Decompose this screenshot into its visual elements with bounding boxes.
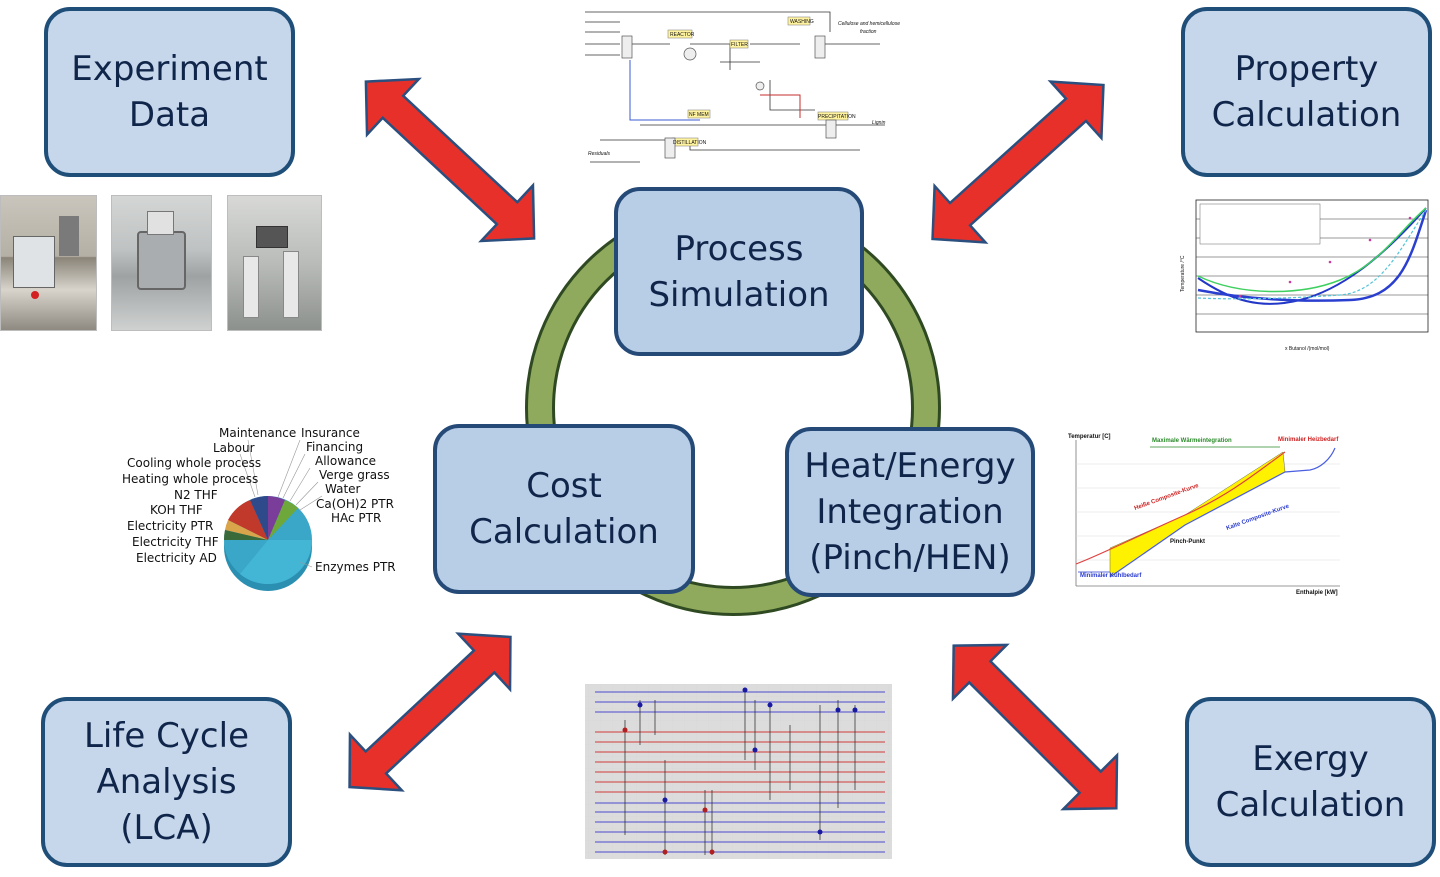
lca-line-2: Analysis	[96, 762, 237, 802]
svg-text:Maximale Wärmeintegration: Maximale Wärmeintegration	[1152, 438, 1232, 444]
pie-label-financing: Financing	[306, 440, 364, 454]
lca-line-1: Life Cycle	[83, 716, 249, 756]
pie-label-labour: Labour	[213, 441, 255, 455]
experiment-data-box[interactable]: Experiment Data	[44, 7, 295, 177]
cost-pie-chart	[223, 439, 323, 591]
pinch-diagram: Temperatur [C] Maximale Wärmeintegration…	[1064, 425, 1344, 600]
pie-label-water: Water	[325, 482, 361, 496]
svg-text:Pinch-Punkt: Pinch-Punkt	[1170, 539, 1205, 545]
flowsheet-image: REACTOR FILTER WASHING PRECIPITATION NF MEM…	[578, 6, 900, 166]
cost-calculation-line-1: Cost	[526, 466, 602, 506]
lab-photo-3	[227, 195, 322, 331]
cost-calculation-line-2: Calculation	[469, 512, 659, 552]
pie-label-heating: Heating whole process	[122, 472, 259, 486]
svg-text:Minimaler Kühlbedarf: Minimaler Kühlbedarf	[1080, 573, 1142, 579]
pie-label-maintenance: Maintenance	[219, 426, 297, 440]
svg-text:REACTOR: REACTOR	[670, 32, 695, 38]
pie-label-enzymes-ptr: Enzymes PTR	[315, 560, 396, 574]
exergy-calculation-box[interactable]: Exergy Calculation	[1185, 697, 1436, 867]
heat-integration-line-3: (Pinch/HEN)	[809, 538, 1011, 578]
pie-label-hac-ptr: HAc PTR	[331, 511, 382, 525]
pie-label-koh-thf: KOH THF	[150, 503, 203, 517]
experiment-data-line-1: Experiment	[71, 49, 268, 89]
pie-label-n2-thf: N2 THF	[174, 488, 218, 502]
pie-label-allowance: Allowance	[315, 454, 376, 468]
svg-text:x Butanol /(mol/mol): x Butanol /(mol/mol)	[1285, 346, 1330, 352]
life-cycle-analysis-box[interactable]: Life Cycle Analysis (LCA)	[41, 697, 292, 867]
heat-integration-box[interactable]: Heat/Energy Integration (Pinch/HEN)	[785, 427, 1035, 597]
heat-exchanger-network	[585, 684, 892, 859]
svg-text:fraction: fraction	[860, 29, 877, 35]
lab-photo-1	[0, 195, 97, 331]
process-simulation-line-2: Simulation	[648, 274, 830, 315]
exergy-calculation-line-1: Exergy	[1252, 739, 1369, 779]
svg-text:Lignin: Lignin	[872, 120, 886, 126]
svg-text:FILTER: FILTER	[731, 42, 748, 48]
property-plot: Temperature /°C x Butanol /(mol/mol)	[1180, 195, 1432, 355]
svg-text:DISTILLATION: DISTILLATION	[673, 140, 707, 146]
heat-integration-line-1: Heat/Energy	[804, 446, 1016, 486]
lab-photo-2	[111, 195, 212, 331]
property-calculation-line-1: Property	[1234, 49, 1379, 89]
arrow-lca-cost	[348, 632, 512, 792]
svg-text:Minimaler Heizbedarf: Minimaler Heizbedarf	[1278, 437, 1339, 443]
pie-label-electricity-thf: Electricity THF	[132, 535, 219, 549]
pie-label-electricity-ad: Electricity AD	[136, 551, 217, 565]
svg-text:Temperatur [C]: Temperatur [C]	[1068, 434, 1111, 440]
pie-label-caoh2-ptr: Ca(OH)2 PTR	[316, 497, 394, 511]
pie-label-electricity-ptr: Electricity PTR	[127, 519, 214, 533]
property-calculation-box[interactable]: Property Calculation	[1181, 7, 1432, 177]
arrow-exergy-heat	[951, 643, 1119, 811]
svg-text:Enthalpie [kW]: Enthalpie [kW]	[1296, 590, 1338, 596]
svg-text:Residuals: Residuals	[588, 151, 610, 157]
heat-integration-line-2: Integration	[816, 492, 1004, 532]
svg-text:NF MEM: NF MEM	[689, 112, 709, 118]
property-calculation-line-2: Calculation	[1211, 95, 1402, 135]
pie-label-insurance: Insurance	[301, 426, 360, 440]
experiment-data-line-2: Data	[128, 95, 211, 135]
lca-line-3: (LCA)	[120, 808, 213, 848]
exergy-calculation-line-2: Calculation	[1215, 785, 1406, 825]
process-simulation-line-1: Process	[674, 228, 804, 269]
process-simulation-box[interactable]: Process Simulation	[614, 187, 864, 356]
arrow-property-process	[931, 80, 1105, 244]
cost-calculation-box[interactable]: Cost Calculation	[433, 424, 695, 594]
pie-label-cooling: Cooling whole process	[127, 456, 262, 470]
svg-text:WASHING: WASHING	[790, 19, 814, 25]
arrow-experiment-process	[364, 77, 536, 243]
svg-text:Temperature /°C: Temperature /°C	[1180, 255, 1186, 292]
svg-text:PRECIPITATION: PRECIPITATION	[818, 114, 856, 120]
svg-text:Cellulose and hemicellulose: Cellulose and hemicellulose	[838, 21, 900, 27]
pie-label-verge-grass: Verge grass	[319, 468, 390, 482]
